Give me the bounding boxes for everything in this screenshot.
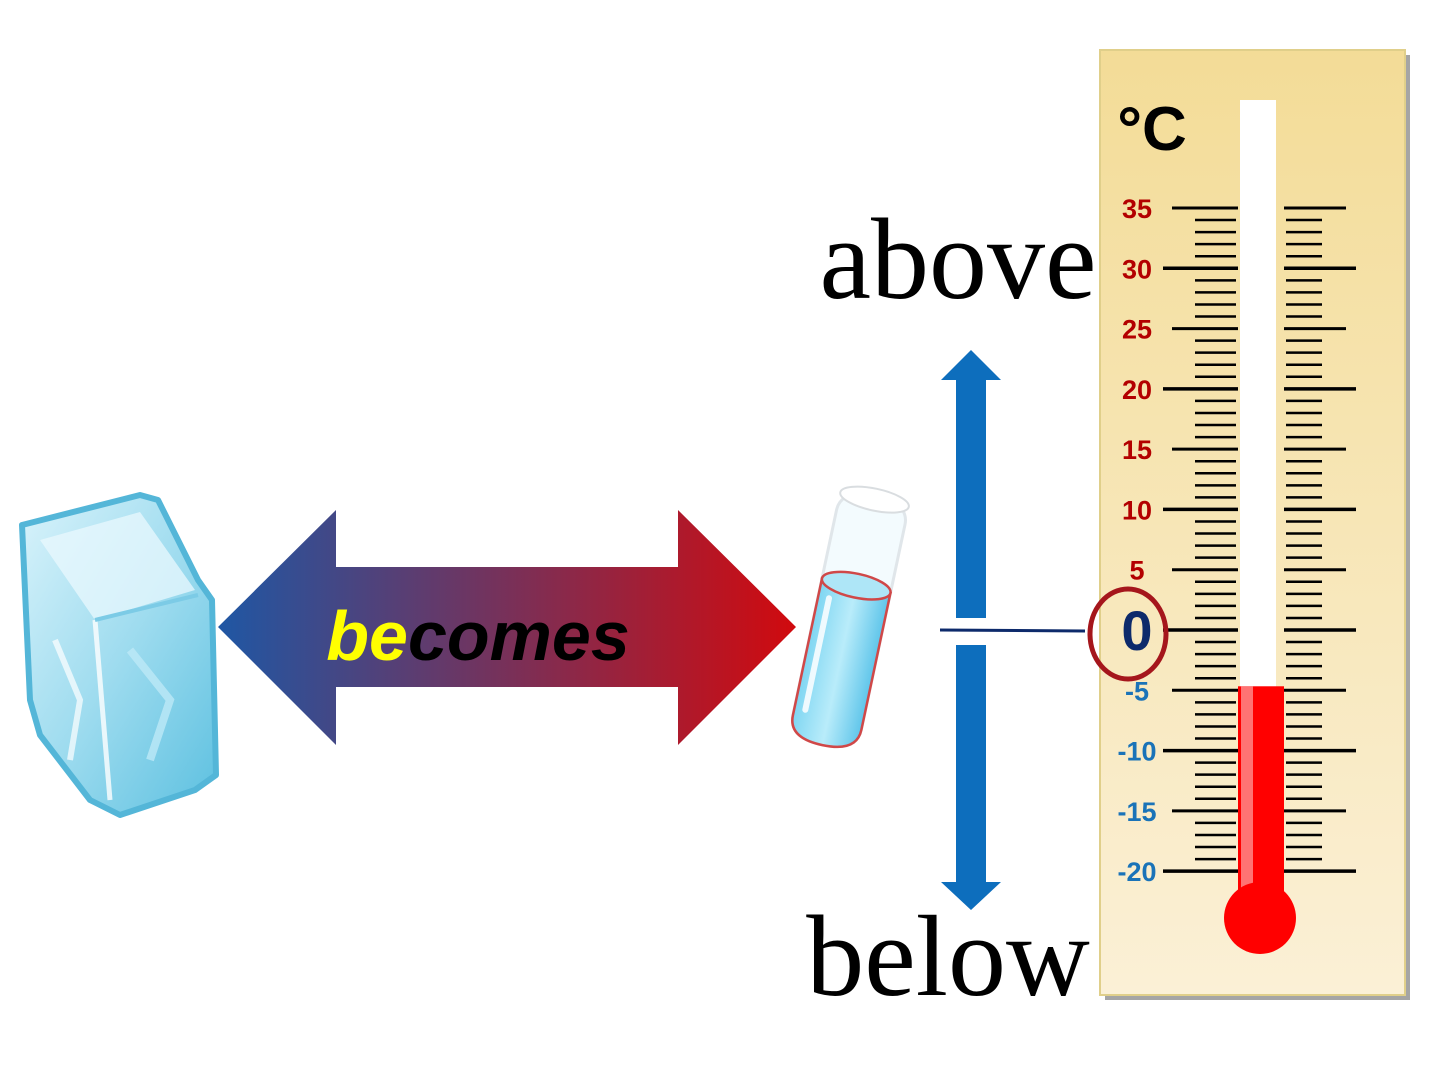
mercury-highlight xyxy=(1241,686,1253,895)
above-label: above xyxy=(820,196,1097,324)
below-label: below xyxy=(806,893,1090,1021)
thermometer-bulb xyxy=(1224,882,1296,954)
scale-label-positive: 25 xyxy=(1122,315,1152,345)
scale-label-positive: 30 xyxy=(1122,254,1152,284)
zero-highlight-ring xyxy=(1087,586,1169,682)
scale-label-positive: 15 xyxy=(1122,435,1152,465)
scale-label-zero: 0 xyxy=(1121,599,1152,662)
becomes-label: becomes xyxy=(326,597,630,675)
scale-label-negative: -10 xyxy=(1117,737,1156,767)
scale-ticks xyxy=(1163,206,1356,873)
scale-label-positive: 20 xyxy=(1122,375,1152,405)
becomes-prefix: be xyxy=(326,597,408,675)
unit-label: °C xyxy=(1117,95,1187,164)
becomes-suffix: comes xyxy=(408,597,630,675)
scale-label-negative: -15 xyxy=(1117,797,1156,827)
scale-label-positive: 35 xyxy=(1122,194,1152,224)
zero-pointer-line xyxy=(939,628,1086,633)
scale-label-positive: 10 xyxy=(1122,495,1152,525)
scale-label-negative: -20 xyxy=(1117,857,1156,887)
vertical-arrow xyxy=(941,350,1001,910)
scale-label-positive: 5 xyxy=(1129,556,1144,586)
water-beaker-icon xyxy=(790,485,910,749)
becomes-double-arrow: becomes xyxy=(218,510,796,745)
ice-cube-icon xyxy=(19,492,219,818)
